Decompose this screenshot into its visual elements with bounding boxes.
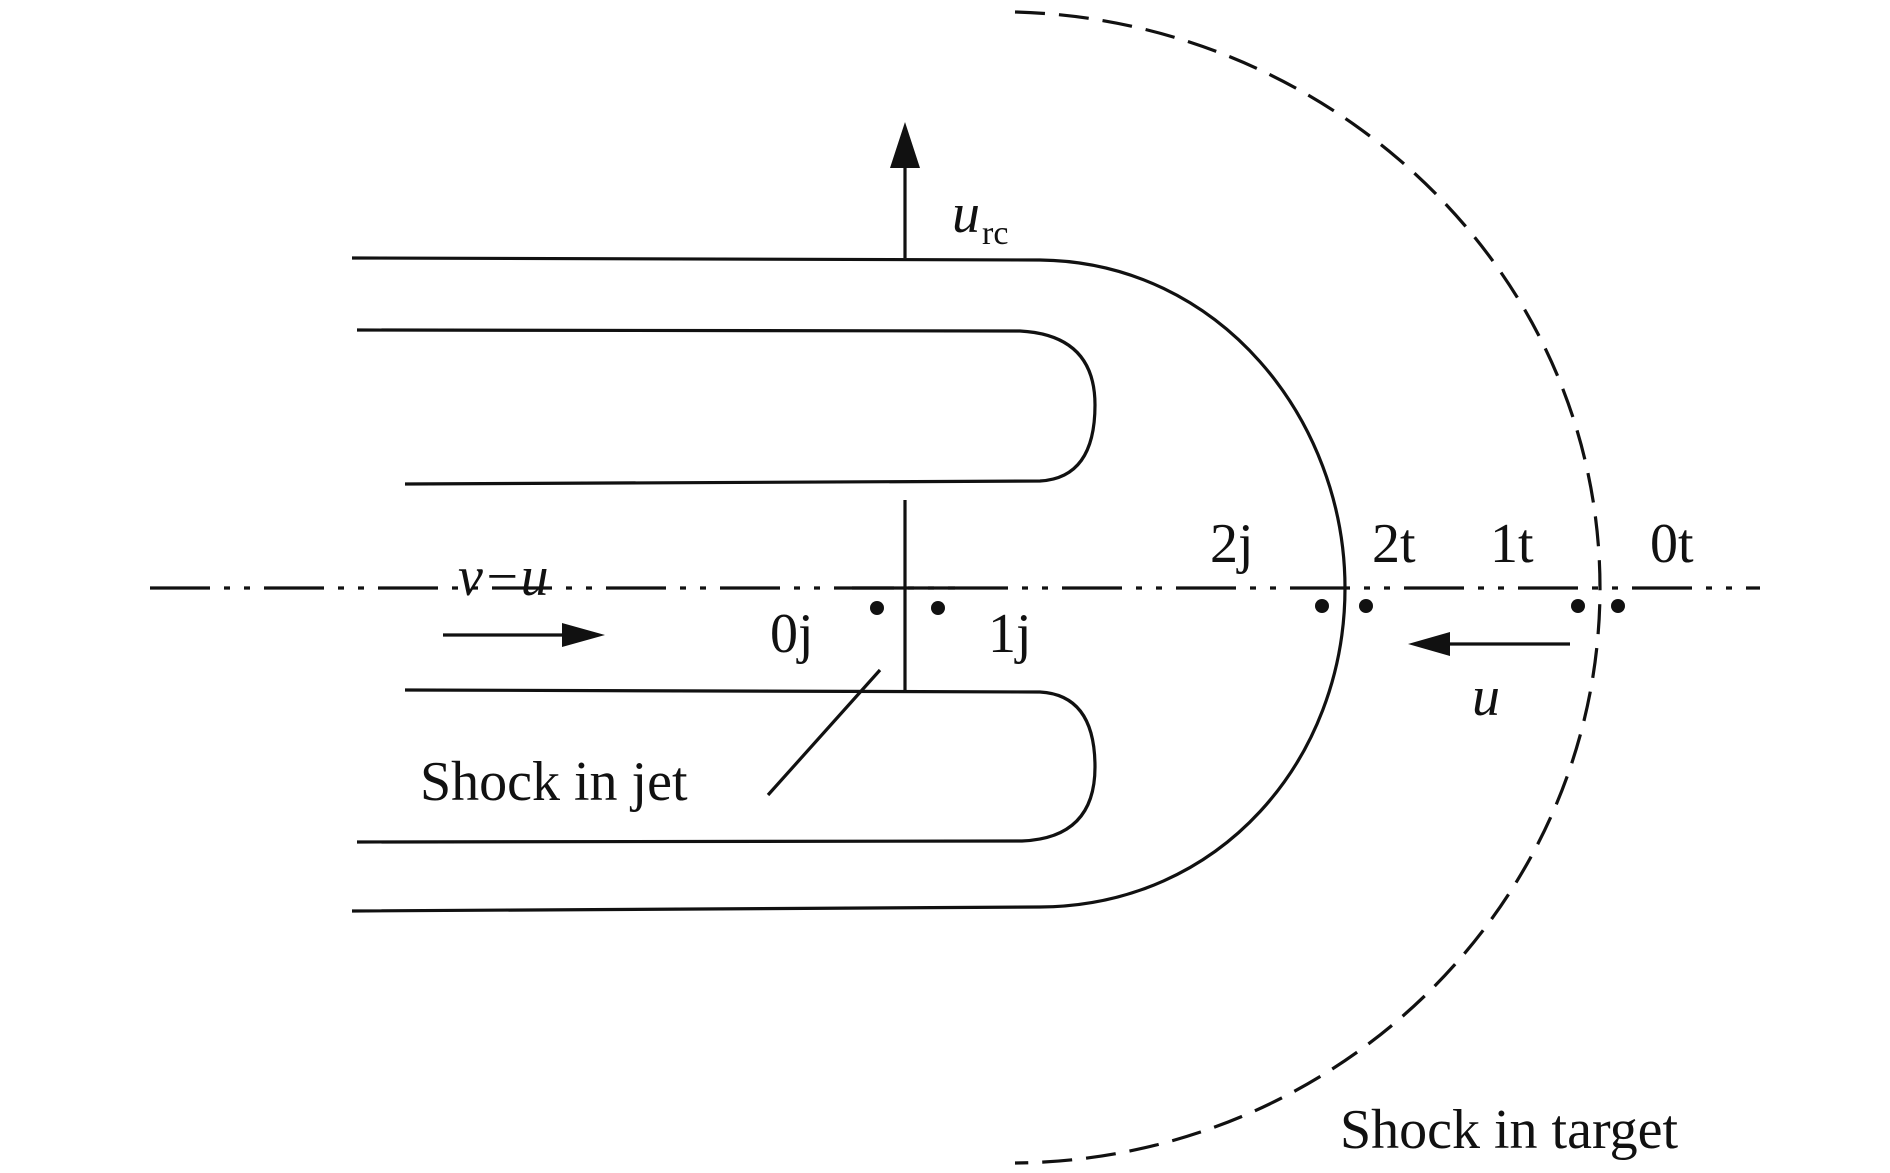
point-1j-label: 1j <box>988 603 1032 665</box>
shock-in-jet-label: Shock in jet <box>420 751 688 813</box>
shock-in-jet-leader <box>766 668 882 797</box>
point-1t-dot <box>1571 599 1585 613</box>
point-2t-dot <box>1359 599 1373 613</box>
point-0t-dot <box>1611 599 1625 613</box>
v-minus-u-arrowhead <box>562 623 605 647</box>
u-arrowhead <box>1408 632 1450 656</box>
u-rc-arrowhead <box>890 122 920 168</box>
point-2j-label: 2j <box>1210 513 1254 575</box>
point-2j-dot <box>1315 599 1329 613</box>
point-0j-label: 0j <box>770 603 814 665</box>
v-minus-u-label: v−u <box>458 546 549 608</box>
upper-inner-jet <box>356 328 1097 486</box>
u-rc-label: urc <box>952 183 1008 252</box>
u-label: u <box>1472 666 1500 728</box>
point-1t-label: 1t <box>1490 513 1534 575</box>
point-0t-label: 0t <box>1650 513 1694 575</box>
point-2t-label: 2t <box>1372 513 1416 575</box>
point-0j-dot <box>870 601 884 615</box>
shock-in-target-arc <box>1014 10 1602 1165</box>
lower-inner-jet <box>356 688 1097 844</box>
outer-jet-boundary <box>351 256 1347 913</box>
point-1j-dot <box>931 601 945 615</box>
shock-in-target-label: Shock in target <box>1340 1099 1678 1161</box>
